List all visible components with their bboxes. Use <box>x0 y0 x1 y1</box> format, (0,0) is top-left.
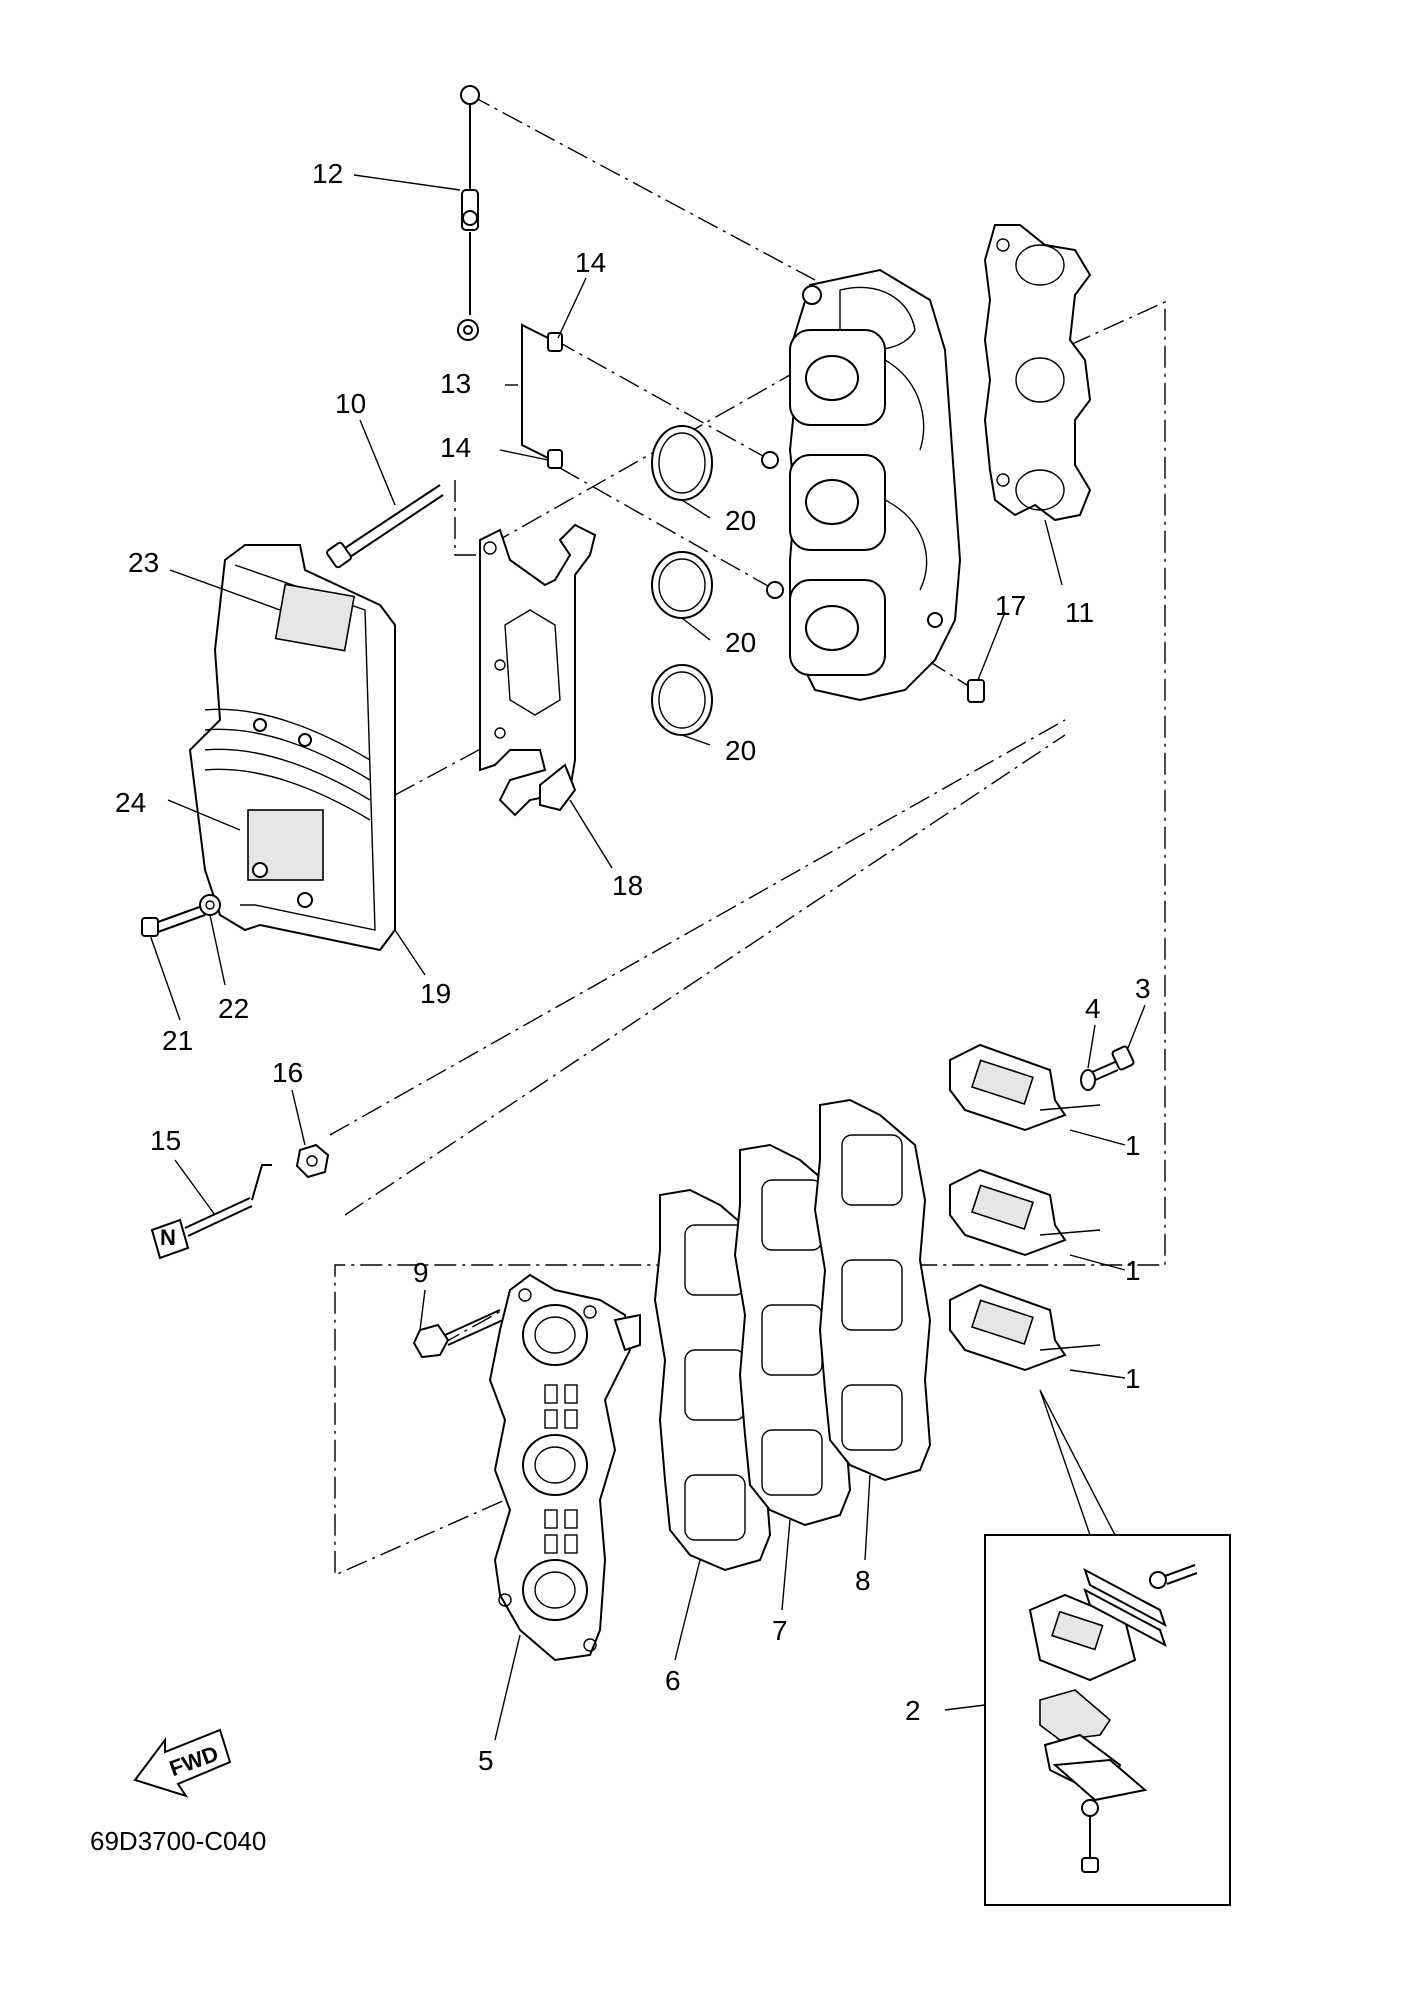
reed-valve-1-middle <box>949 1168 1101 1257</box>
o-ring-20-lower <box>651 664 713 736</box>
callout-1-upper: 1 <box>1125 1130 1141 1161</box>
callout-5: 5 <box>478 1745 494 1776</box>
intake-manifold-5 <box>488 1273 641 1662</box>
callout-16: 16 <box>272 1057 303 1088</box>
callout-20-upper: 20 <box>725 505 756 536</box>
callout-14-upper: 14 <box>575 247 606 278</box>
callout-24: 24 <box>115 787 146 818</box>
gasket-8 <box>813 1098 932 1482</box>
callout-11: 11 <box>1065 597 1094 628</box>
neutral-knob-15: N <box>150 1164 272 1260</box>
callout-23: 23 <box>128 547 159 578</box>
bolt-9 <box>412 1309 504 1359</box>
detail-box-2 <box>984 1389 1231 1906</box>
clip-17 <box>967 679 985 703</box>
rod-clip-14-lower <box>547 449 563 469</box>
svg-text:N: N <box>160 1225 176 1250</box>
callout-15: 15 <box>150 1125 181 1156</box>
callout-1-middle: 1 <box>1125 1255 1141 1286</box>
callout-12: 12 <box>312 158 343 189</box>
reed-valve-1-upper <box>949 1043 1101 1132</box>
callout-21: 21 <box>162 1025 193 1056</box>
callout-10: 10 <box>335 388 366 419</box>
callout-20-lower: 20 <box>725 735 756 766</box>
callout-2: 2 <box>905 1695 921 1726</box>
callout-4: 4 <box>1085 993 1101 1024</box>
reed-valve-1-lower <box>949 1283 1101 1372</box>
callout-22: 22 <box>218 993 249 1024</box>
rod-clip-14-upper <box>547 332 563 352</box>
leader-lines <box>149 174 1146 1741</box>
bolt-10 <box>326 484 444 569</box>
callout-19: 19 <box>420 978 451 1009</box>
callout-14-lower: 14 <box>440 432 471 463</box>
o-ring-20-upper <box>651 425 713 501</box>
silencer-gasket-18 <box>479 523 597 817</box>
silencer-cover-19 <box>188 544 396 952</box>
forward-arrow: FWD <box>133 1728 232 1798</box>
o-ring-20-middle <box>651 551 713 619</box>
link-rod-13 <box>521 323 549 459</box>
diagram-code: 69D3700-C040 <box>90 1826 266 1856</box>
callout-18: 18 <box>612 870 643 901</box>
carburetor-gasket-11 <box>983 224 1092 522</box>
carburetor-body <box>761 268 962 702</box>
callout-labels: 12 14 13 14 10 23 20 20 20 11 17 24 18 1… <box>115 158 1151 1776</box>
callout-7: 7 <box>772 1615 788 1646</box>
washer-4 <box>1080 1069 1096 1091</box>
callout-17: 17 <box>995 590 1026 621</box>
callout-20-middle: 20 <box>725 627 756 658</box>
callout-13: 13 <box>440 368 471 399</box>
screw-3 <box>1089 1045 1135 1082</box>
bolt-21 <box>141 904 206 937</box>
wire-link-assembly-12 <box>457 85 480 341</box>
callout-1-lower: 1 <box>1125 1363 1141 1394</box>
washer-22 <box>199 894 221 916</box>
callout-6: 6 <box>665 1665 681 1696</box>
callout-8: 8 <box>855 1565 871 1596</box>
nut-16 <box>295 1143 330 1179</box>
callout-3: 3 <box>1135 973 1151 1004</box>
callout-9: 9 <box>413 1257 429 1288</box>
